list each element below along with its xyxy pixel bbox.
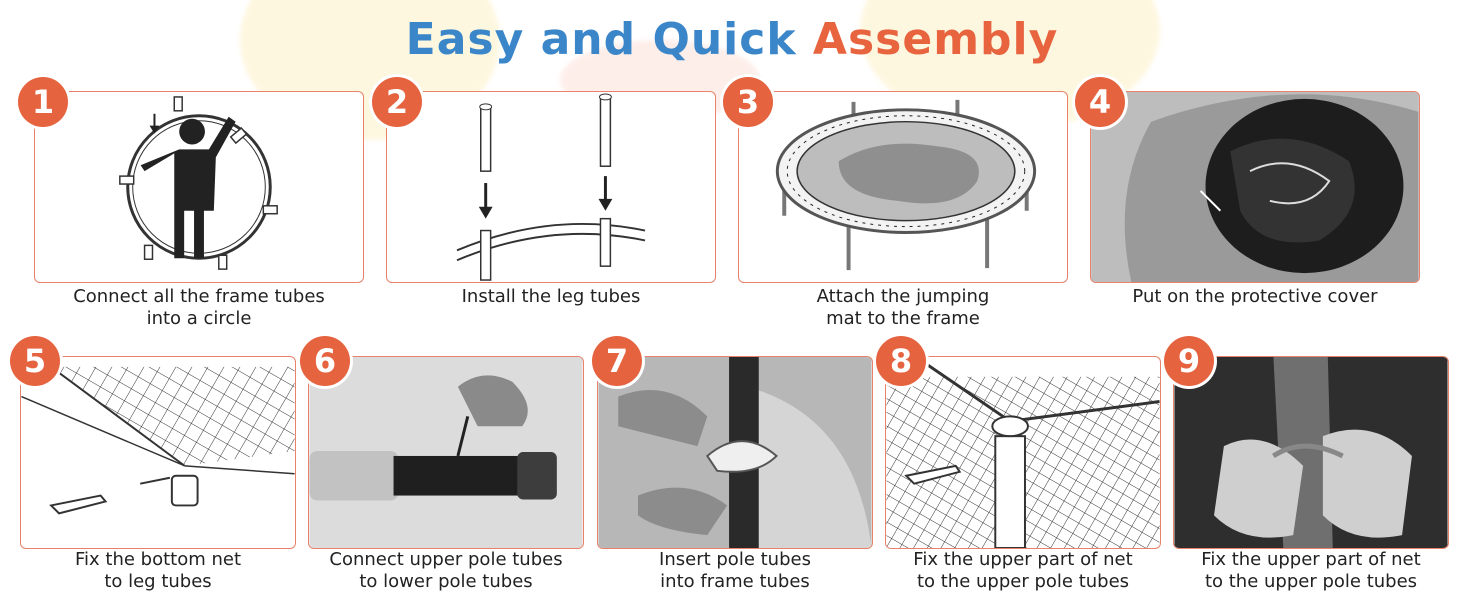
step-5-illustration	[20, 356, 296, 549]
step-3-caption-line2: mat to the frame	[826, 308, 980, 329]
step-4-caption-line1: Put on the protective cover	[1132, 286, 1378, 307]
step-7-caption-line1: Insert pole tubes	[659, 549, 811, 570]
step-1-caption-line2: into a circle	[146, 308, 252, 329]
step-7-caption: Insert pole tubes into frame tubes	[597, 549, 873, 593]
step-3-badge: 3	[723, 77, 773, 127]
step-6-caption-line2: to lower pole tubes	[359, 571, 533, 592]
step-2-badge: 2	[372, 77, 422, 127]
step-3-illustration	[738, 91, 1068, 283]
step-3-caption: Attach the jumping mat to the frame	[738, 286, 1068, 330]
step-1-illustration	[34, 91, 364, 283]
step-6-illustration	[308, 356, 584, 549]
title-part-blue: Easy and Quick	[405, 14, 797, 65]
step-9-caption-line1: Fix the upper part of net	[1201, 549, 1421, 570]
step-8-caption-line2: to the upper pole tubes	[916, 571, 1130, 592]
step-6-caption: Connect upper pole tubes to lower pole t…	[308, 549, 584, 593]
step-7-badge: 7	[592, 336, 642, 386]
step-7-illustration	[597, 356, 873, 549]
step-1-caption: Connect all the frame tubes into a circl…	[34, 286, 364, 330]
step-5-caption-line1: Fix the bottom net	[74, 549, 242, 570]
step-5-badge: 5	[10, 336, 60, 386]
title-part-orange: Assembly	[812, 14, 1059, 65]
step-1-badge: 1	[18, 77, 68, 127]
step-7-caption-line2: into frame tubes	[660, 571, 810, 592]
step-1-caption-line1: Connect all the frame tubes	[73, 286, 325, 307]
step-8-caption: Fix the upper part of net to the upper p…	[885, 549, 1161, 593]
page-title: Easy and Quick Assembly	[0, 14, 1464, 65]
step-9-badge: 9	[1164, 336, 1214, 386]
step-9-caption-line2: to the upper pole tubes	[1204, 571, 1418, 592]
step-4-badge: 4	[1075, 77, 1125, 127]
step-8-badge: 8	[876, 336, 926, 386]
step-5-caption-line2: to leg tubes	[104, 571, 212, 592]
step-4-illustration	[1090, 91, 1420, 283]
step-9-illustration	[1173, 356, 1449, 549]
step-6-caption-line1: Connect upper pole tubes	[329, 549, 563, 570]
step-4-caption: Put on the protective cover	[1090, 286, 1420, 308]
step-3-caption-line1: Attach the jumping	[816, 286, 990, 307]
step-8-caption-line1: Fix the upper part of net	[913, 549, 1133, 570]
step-6-badge: 6	[300, 336, 350, 386]
step-2-caption-line1: Install the leg tubes	[461, 286, 641, 307]
step-9-caption: Fix the upper part of net to the upper p…	[1173, 549, 1449, 593]
step-8-illustration	[885, 356, 1161, 549]
step-2-caption: Install the leg tubes	[386, 286, 716, 308]
step-5-caption: Fix the bottom net to leg tubes	[20, 549, 296, 593]
step-2-illustration	[386, 91, 716, 283]
